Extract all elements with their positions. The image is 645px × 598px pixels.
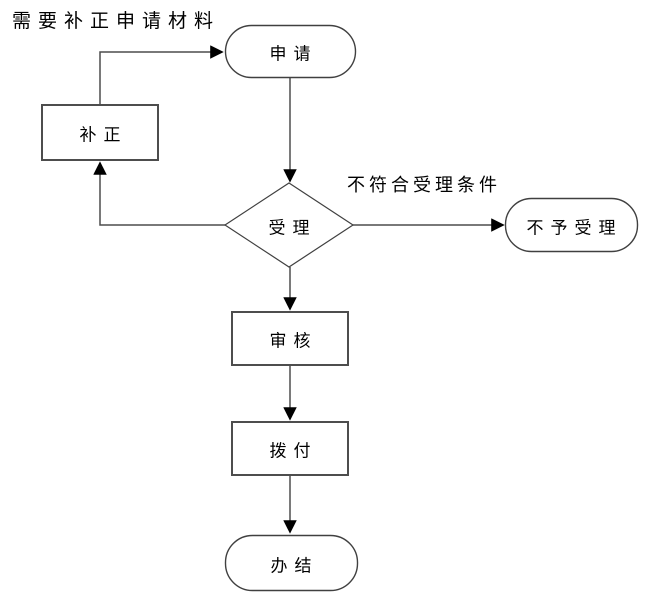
accept-node-label: 受理 [268, 218, 317, 238]
complete-node-label: 办结 [270, 556, 319, 576]
apply-node-label: 申请 [269, 44, 318, 64]
reject-terminator-shape [504, 197, 639, 253]
edge-correct-to-apply [99, 45, 224, 105]
accept-decision-shape [223, 182, 355, 268]
disburse-node-label: 拨付 [269, 441, 318, 461]
correct-process-shape [41, 104, 159, 161]
edge-accept-to-correct [93, 161, 225, 226]
branch-condition-annotation: 不符合受理条件 [347, 175, 501, 195]
apply-terminator-shape [224, 24, 357, 79]
disburse-process-shape [231, 421, 349, 476]
correct-node-label: 补正 [79, 125, 128, 145]
top-left-annotation: 需要补正申请材料 [12, 11, 221, 32]
reject-node-label: 不予受理 [526, 218, 623, 238]
review-node-label: 审核 [269, 331, 318, 351]
review-process-shape [231, 311, 349, 366]
complete-terminator-shape [224, 534, 359, 592]
